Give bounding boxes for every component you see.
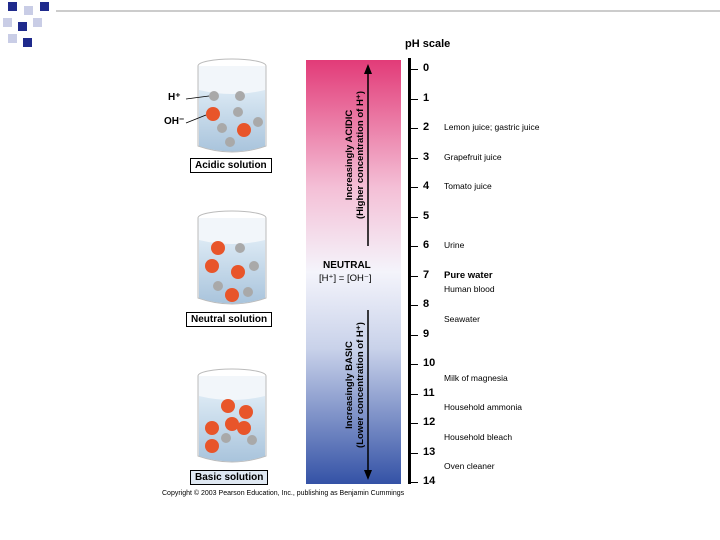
ph-tick [410, 364, 418, 365]
ph-example-label: Household ammonia [444, 402, 522, 413]
ph-example-label: Human blood [444, 284, 495, 295]
neutral-beaker [197, 210, 267, 305]
basic-direction-label: Increasingly BASIC (Lower concentration … [344, 322, 366, 448]
ph-tick [410, 246, 418, 247]
ph-scale-title: pH scale [405, 38, 451, 50]
ph-number: 6 [423, 239, 430, 251]
ph-number: 10 [423, 357, 436, 369]
ph-example-label: Urine [444, 240, 465, 250]
copyright-notice: Copyright © 2003 Pearson Education, Inc.… [162, 490, 405, 497]
ph-example-label: Household bleach [444, 431, 513, 442]
ph-example-label: Oven cleaner [444, 461, 495, 472]
ph-example-label: Grapefruit juice [444, 151, 502, 162]
ph-tick [410, 128, 418, 129]
acidic-beaker [185, 58, 267, 153]
ph-number: 8 [423, 298, 430, 310]
acidic-solution-caption: Acidic solution [190, 158, 272, 173]
ph-example-label: Pure water [444, 269, 493, 281]
ph-number: 7 [423, 268, 430, 281]
ph-tick [410, 216, 418, 218]
ph-example-label: Milk of magnesia [444, 372, 508, 383]
acidic-direction-label: Increasingly ACIDIC (Higher concentratio… [344, 91, 366, 219]
ph-tick [410, 69, 418, 70]
neutral-solution-caption: Neutral solution [186, 312, 273, 327]
neutral-equation: [H⁺] = [OH⁻] [319, 273, 372, 284]
ph-number: 2 [423, 121, 430, 133]
ph-number: 5 [423, 209, 430, 222]
neutral-title: NEUTRAL [323, 260, 371, 271]
ph-tick [410, 452, 418, 454]
ph-example-label: Seawater [444, 313, 480, 324]
ph-number: 4 [423, 180, 430, 192]
ph-example-label: Tomato juice [444, 181, 492, 191]
ph-number: 12 [423, 416, 436, 428]
ph-example-label: Lemon juice; gastric juice [444, 122, 540, 132]
ph-tick [410, 187, 418, 188]
ph-number: 0 [423, 62, 430, 74]
beakers-illustration [185, 58, 267, 463]
ph-number: 9 [423, 327, 430, 340]
basic-solution-caption: Basic solution [190, 470, 269, 485]
ph-gradient-bar [306, 60, 401, 484]
ph-number: 11 [423, 386, 435, 399]
ph-tick [410, 305, 418, 306]
ph-tick [410, 393, 418, 395]
ph-tick [410, 482, 418, 483]
ph-tick [410, 98, 418, 100]
ph-tick [410, 334, 418, 336]
ph-scale-axis [408, 58, 411, 484]
ph-number: 14 [423, 475, 436, 487]
ph-number: 13 [423, 445, 436, 458]
ph-number: 1 [423, 91, 430, 104]
ph-number: 3 [423, 150, 430, 163]
gradient-arrows [364, 64, 372, 480]
ph-tick [410, 275, 418, 277]
basic-beaker [197, 368, 267, 463]
ph-tick [410, 157, 418, 159]
oh-ion-label: OH⁻ [164, 116, 185, 127]
h-ion-label: H⁺ [168, 92, 181, 103]
ph-tick [410, 423, 418, 424]
